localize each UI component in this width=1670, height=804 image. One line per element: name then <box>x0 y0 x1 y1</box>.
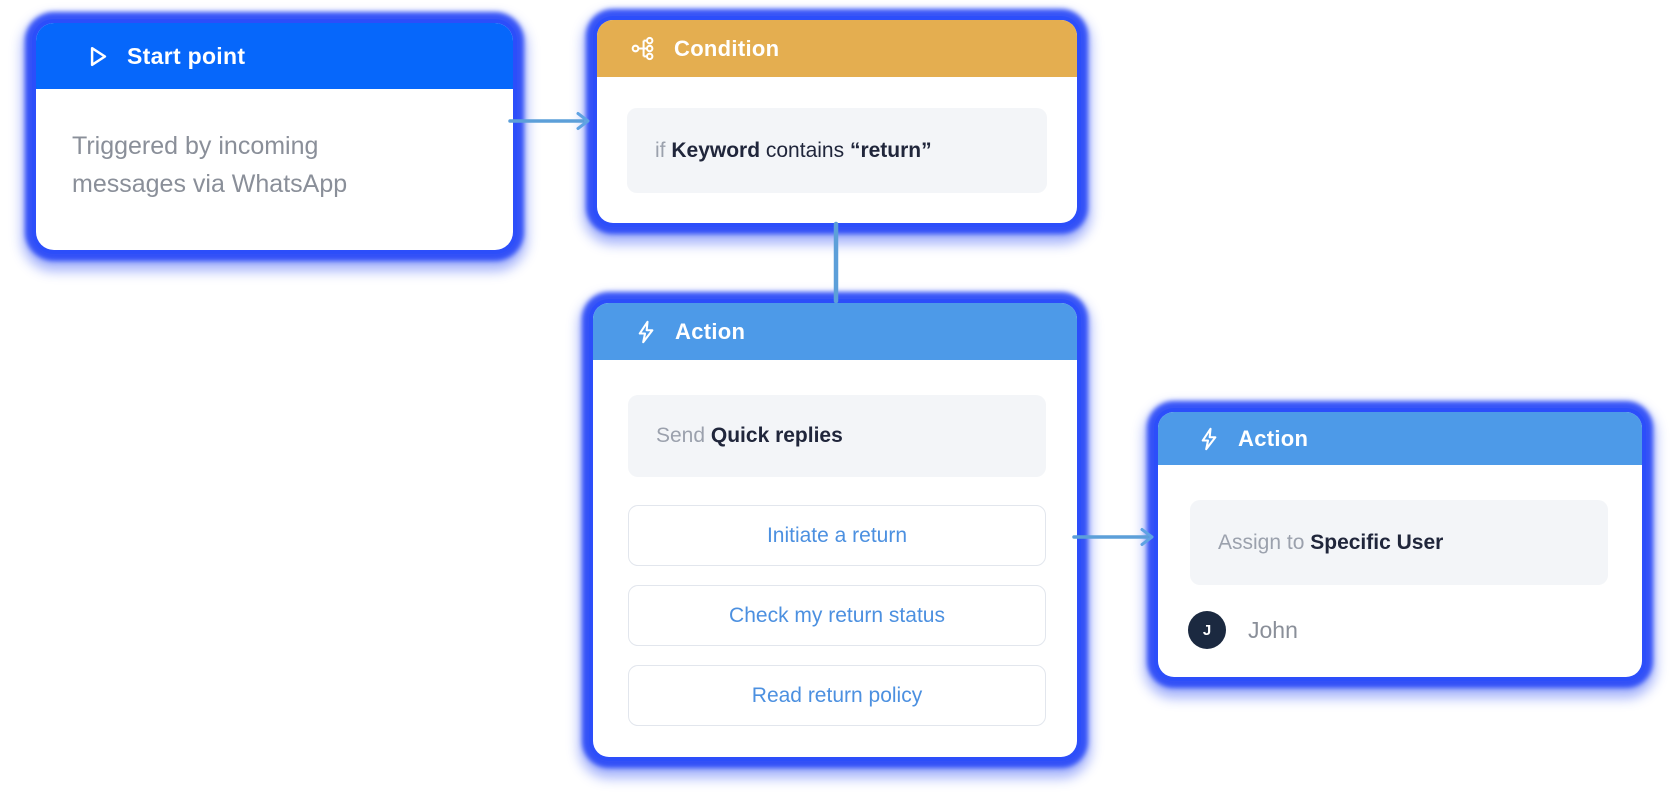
statement-value: Quick replies <box>710 424 843 447</box>
rule-field: Keyword <box>671 138 761 162</box>
play-icon <box>84 43 111 70</box>
node-title: Action <box>1238 425 1309 451</box>
quick-reply-button[interactable]: Initiate a return <box>628 505 1046 566</box>
avatar: J <box>1188 611 1226 649</box>
rule-operator: contains <box>765 138 845 162</box>
assign-statement-field[interactable]: Assign to Specific User <box>1190 500 1608 585</box>
arrowhead-icon <box>1140 528 1154 546</box>
node-title: Start point <box>127 42 246 69</box>
quick-reply-list: Initiate a return Check my return status… <box>628 505 1046 726</box>
node-condition[interactable]: Condition if Keyword contains “return” <box>597 20 1077 223</box>
node-action-header: Action <box>593 303 1077 360</box>
node-condition-header: Condition <box>597 20 1077 77</box>
assignee-row: J John <box>1188 611 1642 649</box>
node-title: Condition <box>674 35 780 61</box>
node-action-assign[interactable]: Action Assign to Specific User J John <box>1158 412 1642 677</box>
node-start-header: Start point <box>36 23 513 89</box>
assignee-name: John <box>1248 616 1298 643</box>
statement-value: Specific User <box>1310 530 1444 554</box>
condition-rule-field[interactable]: if Keyword contains “return” <box>627 108 1047 193</box>
rule-value: “return” <box>849 138 932 162</box>
action-statement-field[interactable]: Send Quick replies <box>628 395 1046 477</box>
branch-icon <box>631 35 658 62</box>
trigger-description: Triggered by incoming messages via Whats… <box>72 132 348 198</box>
node-title: Action <box>675 318 746 344</box>
lightning-icon <box>633 319 659 345</box>
quick-reply-button[interactable]: Read return policy <box>628 665 1046 726</box>
lightning-icon <box>1196 426 1222 452</box>
arrowhead-icon <box>576 112 590 130</box>
quick-reply-button[interactable]: Check my return status <box>628 585 1046 646</box>
node-start-body: Triggered by incoming messages via Whats… <box>36 89 513 203</box>
node-action-header: Action <box>1158 412 1642 465</box>
statement-prefix: Send <box>656 424 706 447</box>
node-start-point[interactable]: Start point Triggered by incoming messag… <box>36 23 513 250</box>
node-action-quick-replies[interactable]: Action Send Quick replies Initiate a ret… <box>593 303 1077 757</box>
rule-prefix: if <box>655 138 666 162</box>
statement-prefix: Assign to <box>1218 530 1305 554</box>
